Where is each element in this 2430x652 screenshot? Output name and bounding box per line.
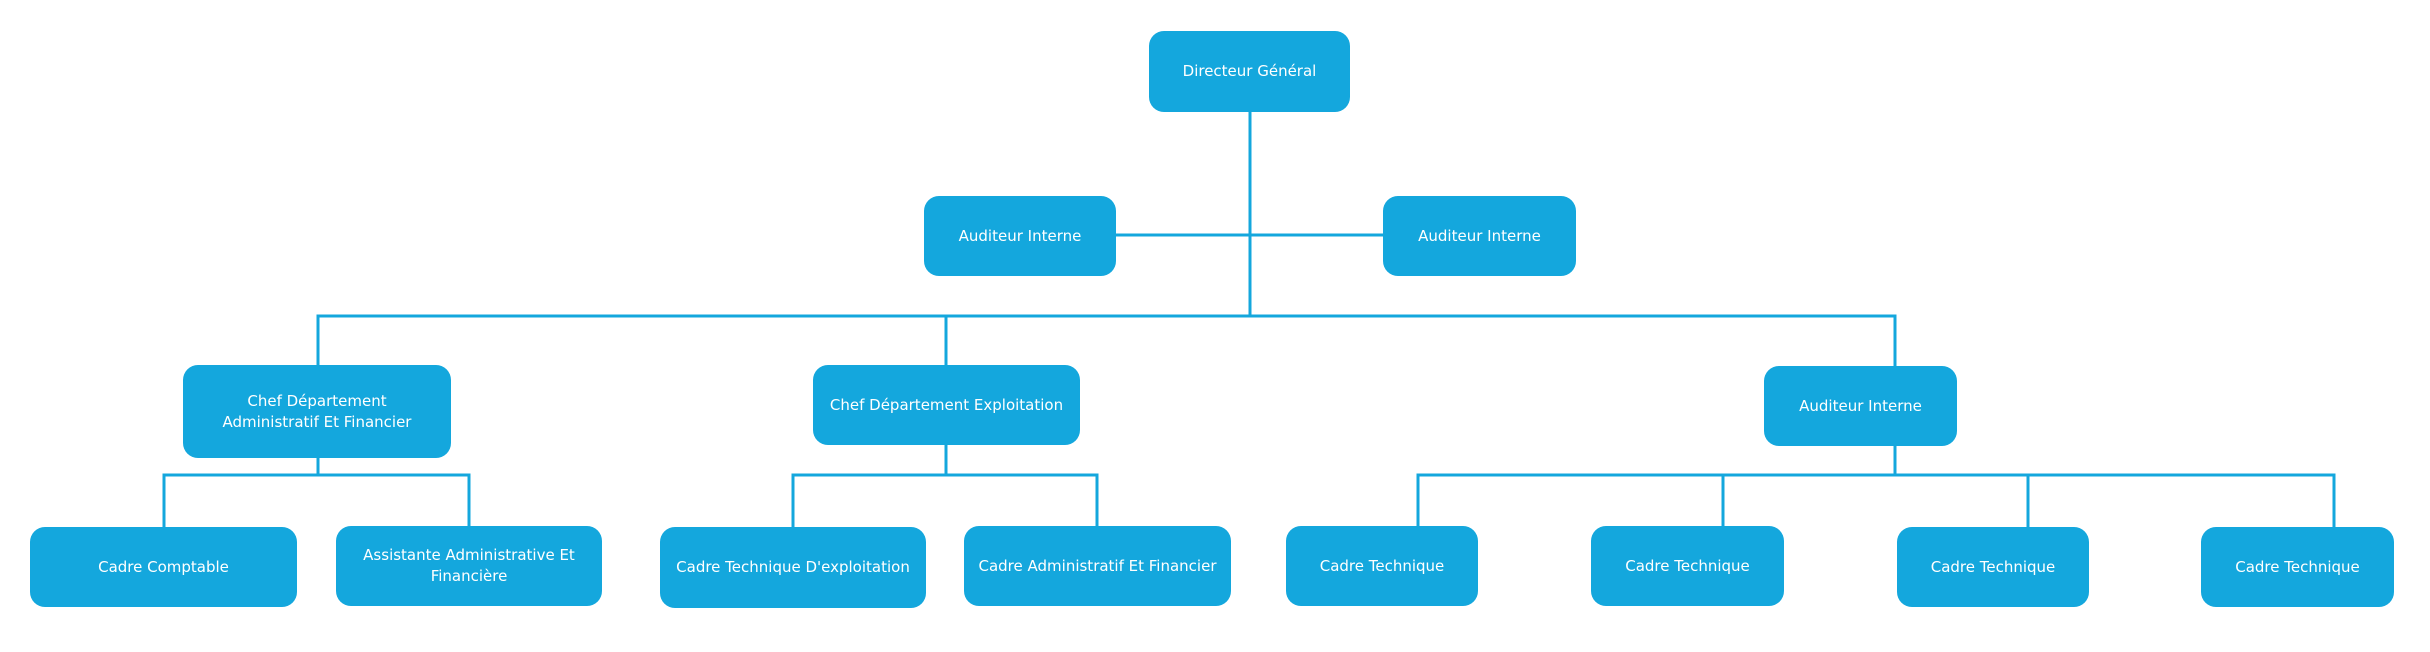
node-cadre-administratif-financier[interactable]: Cadre Administratif Et Financier xyxy=(964,526,1231,606)
node-label: Cadre Administratif Et Financier xyxy=(978,556,1217,575)
node-label: Cadre Technique xyxy=(1625,556,1750,575)
node-label: Chef Département Exploitation xyxy=(829,395,1064,414)
node-assistante-administrative-financiere[interactable]: Assistante Administrative Et Financière xyxy=(336,526,602,606)
node-cadre-technique-4[interactable]: Cadre Technique xyxy=(2201,527,2394,607)
node-label: Cadre Comptable xyxy=(98,557,229,576)
node-cadre-technique-exploitation[interactable]: Cadre Technique D'exploitation xyxy=(660,527,926,608)
node-label: Directeur Général xyxy=(1182,62,1317,80)
node-directeur-general[interactable]: Directeur Général xyxy=(1149,31,1350,112)
node-cadre-technique-2[interactable]: Cadre Technique xyxy=(1591,526,1784,606)
node-label: Cadre Technique xyxy=(1319,556,1445,575)
node-chef-departement-exploitation[interactable]: Chef Département Exploitation xyxy=(813,365,1080,445)
node-cadre-comptable[interactable]: Cadre Comptable xyxy=(30,527,297,607)
node-label: Auditeur Interne xyxy=(1418,226,1541,245)
node-cadre-technique-1[interactable]: Cadre Technique xyxy=(1286,526,1478,606)
node-label: Assistante Administrative Et Financière xyxy=(363,546,575,585)
node-label: Auditeur Interne xyxy=(1799,396,1922,415)
node-cadre-technique-3[interactable]: Cadre Technique xyxy=(1897,527,2089,607)
node-auditeur-interne-left[interactable]: Auditeur Interne xyxy=(924,196,1116,276)
node-label: Cadre Technique D'exploitation xyxy=(676,558,910,576)
node-label: Auditeur Interne xyxy=(958,226,1082,245)
node-auditeur-interne-right[interactable]: Auditeur Interne xyxy=(1383,196,1576,276)
node-chef-departement-administratif-financier[interactable]: Chef Département Administratif Et Financ… xyxy=(183,365,451,458)
node-label: Cadre Technique xyxy=(2235,557,2360,576)
node-label: Chef Département Administratif Et Financ… xyxy=(222,391,412,431)
node-auditeur-interne-level2[interactable]: Auditeur Interne xyxy=(1764,366,1957,446)
node-label: Cadre Technique xyxy=(1930,557,2056,576)
